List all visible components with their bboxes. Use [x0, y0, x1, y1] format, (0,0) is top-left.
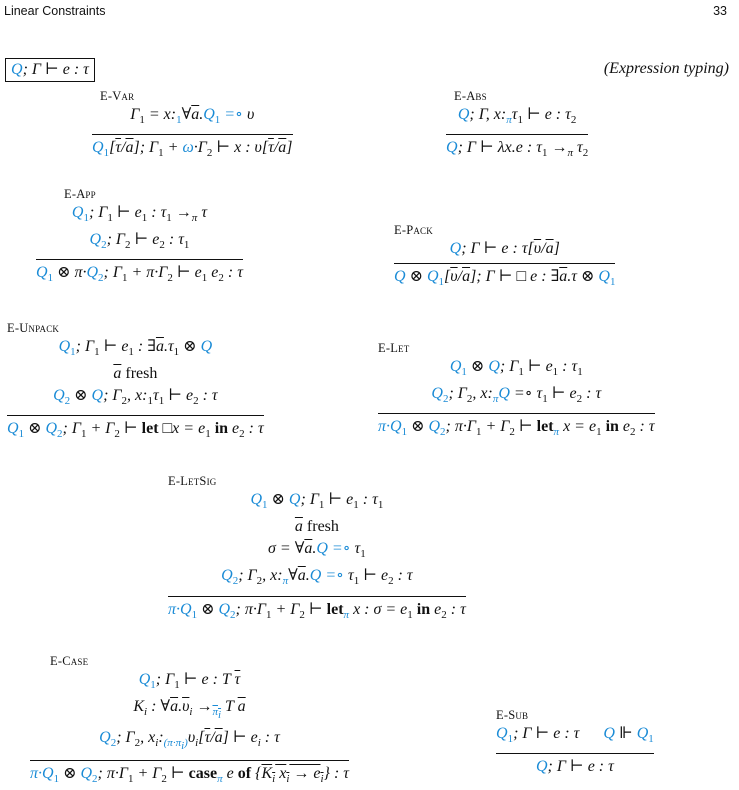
rule-conclusion: Q1 ⊗ π·Q2; Γ1 + π·Γ2 ⊢ e1 e2 : τ [36, 264, 243, 285]
rule-name: E-Let [378, 341, 410, 355]
rule-e-app: E-App Q1; Γ1 ⊢ e1 : τ1 →π τ Q2; Γ2 ⊢ e2 … [36, 187, 243, 290]
inference-bar [378, 413, 655, 415]
rule-e-letsig: E-LetSig Q1 ⊗ Q; Γ1 ⊢ e1 : τ1 a fresh σ … [168, 474, 466, 626]
rule-premise: a fresh [294, 518, 339, 536]
rule-e-case: E-Case Q1; Γ1 ⊢ e : T τ Ki : ∀a.υi →πi T… [30, 654, 349, 790]
rule-e-sub: E-Sub Q1; Γ ⊢ e : τ Q ⊩ Q1 Q; Γ ⊢ e : τ [496, 708, 654, 778]
rule-name: E-Pack [394, 223, 433, 237]
rule-premise: Q2; Γ2, x:π∀a.Q =∘ τ1 ⊢ e2 : τ [221, 567, 413, 588]
rule-premise: Q; Γ ⊢ e : τ[υ/a] [449, 240, 560, 257]
rule-name: E-Var [100, 89, 135, 103]
rule-name: E-Unpack [7, 321, 60, 335]
rule-name: E-Case [50, 654, 89, 668]
rule-premise: Q1; Γ ⊢ e : τ Q ⊩ Q1 [496, 725, 654, 746]
page-number: 33 [713, 4, 727, 18]
rule-conclusion: π·Q1 ⊗ Q2; π·Γ1 + Γ2 ⊢ letπ x = e1 in e2… [378, 418, 655, 439]
rule-conclusion: Q ⊗ Q1[υ/a]; Γ ⊢ □ e : ∃a.τ ⊗ Q1 [394, 268, 616, 289]
rule-premise: Q1; Γ1 ⊢ e : T τ [138, 671, 241, 692]
rule-premise: Γ1 = x:1∀a.Q1 =∘ υ [130, 106, 255, 127]
inference-bar [168, 595, 466, 597]
rule-e-abs: E-Abs Q; Γ, x:πτ1 ⊢ e : τ2 Q; Γ ⊢ λx.e :… [446, 89, 589, 164]
rule-name: E-App [64, 187, 96, 201]
inference-bar [36, 259, 243, 261]
rule-name: E-Abs [454, 89, 487, 103]
running-header: Linear Constraints [4, 4, 106, 18]
rule-conclusion: π·Q1 ⊗ Q2; π·Γ1 + Γ2 ⊢ caseπ e of {Ki xi… [30, 764, 349, 786]
inference-bar [496, 753, 654, 755]
rule-premise: Q1 ⊗ Q; Γ1 ⊢ e1 : τ1 [449, 358, 583, 379]
rule-e-unpack: E-Unpack Q1; Γ1 ⊢ e1 : ∃a.τ1 ⊗ Q a fresh… [7, 321, 264, 446]
rule-premise: Q1; Γ1 ⊢ e1 : ∃a.τ1 ⊗ Q [58, 338, 213, 359]
rule-conclusion: Q; Γ ⊢ e : τ [535, 758, 614, 776]
rule-conclusion: π·Q1 ⊗ Q2; π·Γ1 + Γ2 ⊢ letπ x : σ = e1 i… [168, 600, 466, 621]
rule-conclusion: Q1 ⊗ Q2; Γ1 + Γ2 ⊢ let □x = e1 in e2 : τ [7, 420, 264, 441]
rule-premise: Q2 ⊗ Q; Γ2, x:1τ1 ⊢ e2 : τ [53, 387, 218, 408]
judgment-form: Q; Γ ⊢ e : τ [5, 58, 95, 82]
rule-premise: Q2; Γ2, x:πQ =∘ τ1 ⊢ e2 : τ [431, 385, 602, 406]
rule-premise: Q1 ⊗ Q; Γ1 ⊢ e1 : τ1 [250, 491, 384, 512]
rule-premise: σ = ∀a.Q =∘ τ1 [268, 540, 366, 561]
rule-e-pack: E-Pack Q; Γ ⊢ e : τ[υ/a] Q ⊗ Q1[υ/a]; Γ … [394, 223, 616, 293]
rule-premise: Q2; Γ2, xi:(π·πi)υi[τ/a] ⊢ ei : τ [99, 728, 280, 752]
rule-conclusion: Q; Γ ⊢ λx.e : τ1 →π τ2 [446, 139, 589, 160]
rule-premise: Ki : ∀a.υi →πi T a [133, 698, 246, 722]
rule-premise: Q2; Γ2 ⊢ e2 : τ1 [89, 231, 190, 252]
rule-premise: Q1; Γ1 ⊢ e1 : τ1 →π τ [71, 204, 208, 225]
rule-name: E-LetSig [168, 474, 217, 488]
inference-bar [394, 263, 616, 264]
inference-bar [30, 759, 349, 761]
rule-premise: Q; Γ, x:πτ1 ⊢ e : τ2 [457, 106, 577, 127]
rule-e-let: E-Let Q1 ⊗ Q; Γ1 ⊢ e1 : τ1 Q2; Γ2, x:πQ … [378, 341, 655, 444]
judgment-label: (Expression typing) [603, 60, 729, 77]
rule-e-var: E-Var Γ1 = x:1∀a.Q1 =∘ υ Q1[τ/a]; Γ1 + ω… [92, 89, 293, 164]
inference-bar [92, 134, 293, 136]
rule-premise: a fresh [113, 365, 158, 383]
inference-bar [7, 415, 264, 417]
rule-conclusion: Q1[τ/a]; Γ1 + ω·Γ2 ⊢ x : υ[τ/a] [92, 139, 293, 160]
inference-bar [446, 134, 589, 136]
rule-name: E-Sub [496, 708, 529, 722]
